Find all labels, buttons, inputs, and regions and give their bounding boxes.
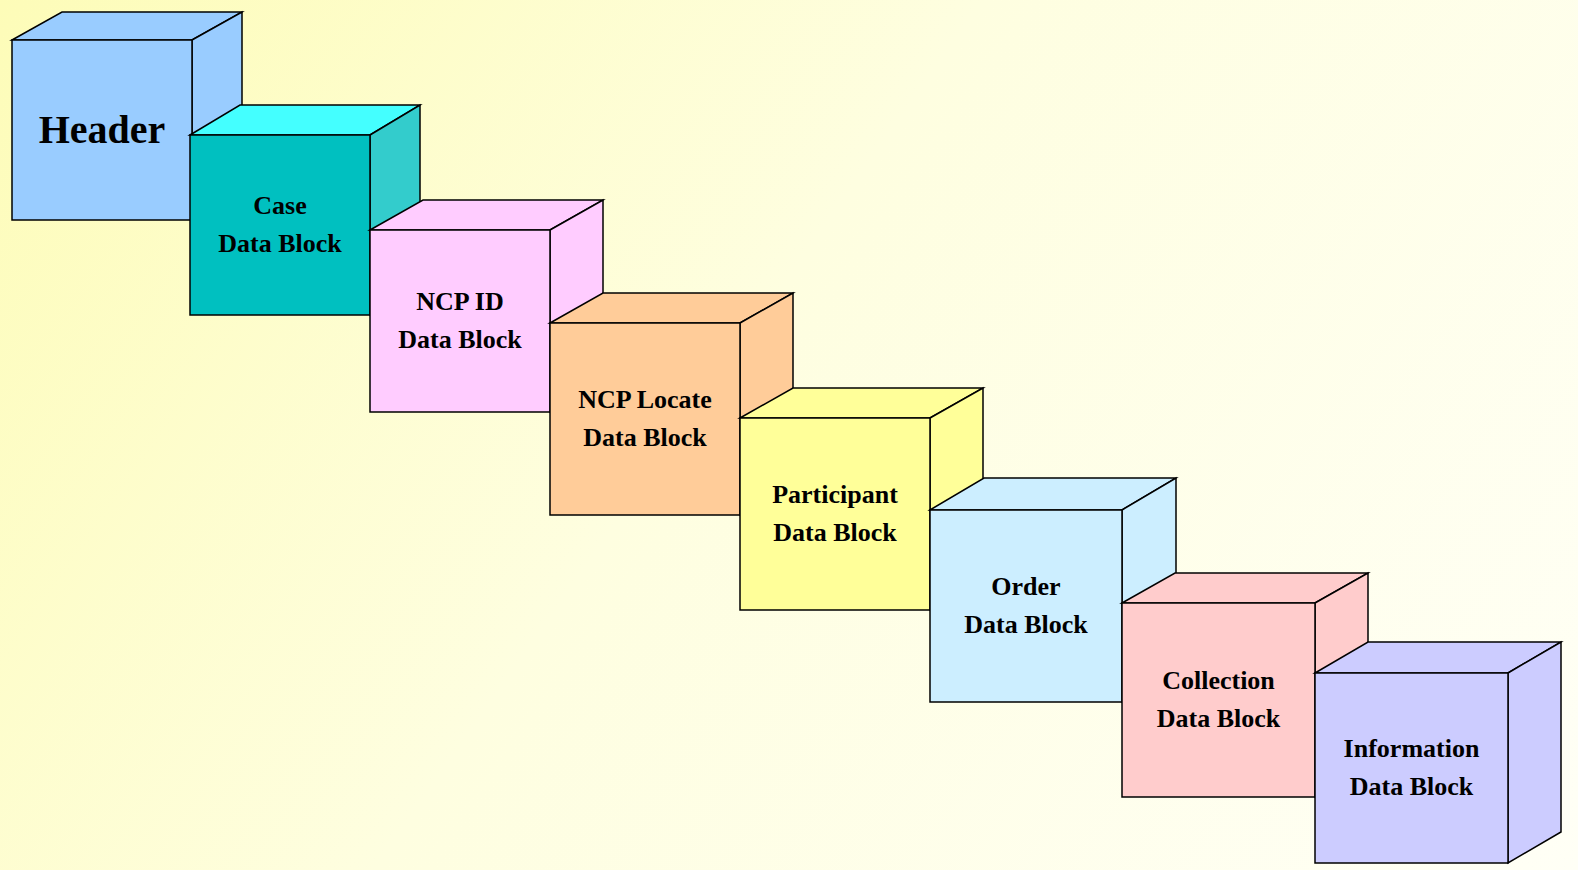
cube-front bbox=[1315, 673, 1508, 863]
block-label: Case Data Block bbox=[218, 187, 342, 262]
cube-front bbox=[740, 418, 930, 610]
cube-block: NCP Locate Data Block bbox=[550, 323, 740, 515]
cube-front bbox=[12, 40, 192, 220]
cube-block: Order Data Block bbox=[930, 510, 1122, 702]
cube-front bbox=[370, 230, 550, 412]
cube-front bbox=[1122, 603, 1315, 797]
cube-block: Case Data Block bbox=[190, 135, 370, 315]
block-label: NCP ID Data Block bbox=[398, 283, 522, 358]
cube-block: Collection Data Block bbox=[1122, 603, 1315, 797]
cube-front bbox=[930, 510, 1122, 702]
cube-side bbox=[1508, 642, 1561, 863]
block-label: NCP Locate Data Block bbox=[578, 381, 712, 456]
cube-front bbox=[550, 323, 740, 515]
block-label: Information Data Block bbox=[1344, 730, 1480, 805]
block-label: Participant Data Block bbox=[772, 476, 898, 551]
block-label: Collection Data Block bbox=[1157, 662, 1281, 737]
cube-front bbox=[190, 135, 370, 315]
cube-block: Information Data Block bbox=[1315, 673, 1508, 863]
cube-block: NCP ID Data Block bbox=[370, 230, 550, 412]
cube-block: Participant Data Block bbox=[740, 418, 930, 610]
block-label: Order Data Block bbox=[964, 568, 1088, 643]
block-label: Header bbox=[39, 101, 166, 159]
cube-block: Header bbox=[12, 40, 192, 220]
